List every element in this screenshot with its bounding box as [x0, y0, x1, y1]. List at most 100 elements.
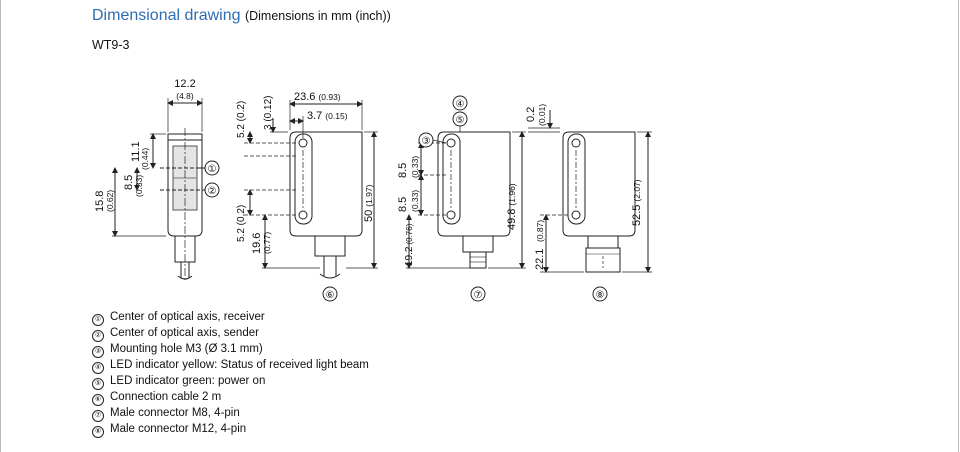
m8-s1-inch: (0.33): [410, 156, 420, 178]
front-h-label: 50(1.97): [363, 184, 375, 222]
side-h1-label: 11.1: [130, 141, 142, 162]
m12-connector: [585, 247, 621, 273]
legend-text: Center of optical axis, receiver: [110, 311, 265, 323]
m8-connector: [469, 251, 487, 269]
drawing-heading: Dimensional drawing (Dimensions in mm (i…: [92, 7, 391, 25]
m8-neck: [462, 236, 494, 253]
m12-h-value: 52.5: [631, 205, 643, 226]
m12-neck: [587, 236, 619, 249]
front-cable: [319, 256, 341, 279]
legend-item: ④ LED indicator yellow: Status of receive…: [92, 358, 369, 374]
legend-text: Mounting hole M3 (Ø 3.1 mm): [110, 343, 263, 355]
legend-text: Male connector M8, 4-pin: [110, 407, 240, 419]
legend-item: ⑧ Male connector M12, 4-pin: [92, 422, 369, 438]
m8-mount-hole-bottom: [446, 210, 456, 220]
callout-2-label: ②: [208, 186, 217, 197]
callout-1-circle: [204, 160, 220, 176]
callout-1-label: ①: [208, 164, 217, 175]
callout-5-label: ⑤: [456, 115, 465, 126]
legend-number: ④: [92, 362, 104, 374]
front-bot2-label: 19.6: [251, 233, 263, 254]
front-neck: [314, 236, 346, 257]
legend-item: ① Center of optical axis, receiver: [92, 310, 369, 326]
legend-item: ⑤ LED indicator green: power on: [92, 374, 369, 390]
front-mount-hole-top: [298, 138, 308, 148]
heading-subtitle: (Dimensions in mm (inch)): [244, 9, 391, 23]
m8-bot-value: 19.2: [404, 246, 415, 266]
legend-number: ⑥: [92, 394, 104, 406]
front-view-m12: 0.2 (0.01) 22.1 (0.87) 52.5(2.07) ⑧: [525, 104, 652, 302]
side-h1-inch: (0.44): [140, 148, 150, 170]
legend-list: ① Center of optical axis, receiver ② Cente…: [92, 310, 369, 438]
legend-number: ⑦: [92, 410, 104, 422]
m8-s1-label: 8.5: [397, 163, 409, 178]
callout-6-label: ⑥: [326, 290, 335, 301]
callout-8-label: ⑧: [596, 290, 605, 301]
side-cable-neck: [174, 236, 196, 263]
m8-mount-hole-top: [446, 138, 456, 148]
front-mount-hole-bottom: [298, 210, 308, 220]
callout-7-circle: [470, 286, 486, 302]
m8-bot-inch: (0.76): [405, 223, 414, 244]
front-h-value: 50: [363, 210, 375, 222]
front-top2-label: 3 (0.12): [263, 96, 274, 130]
m8-hole-slot: [442, 133, 461, 225]
front-body-outline: [289, 131, 363, 237]
side-width-label: 12.2: [174, 78, 195, 90]
front-top1-label: 5.2 (0.2): [236, 101, 247, 138]
heading-title: Dimensional drawing: [92, 7, 241, 24]
callout-3-leader: [432, 139, 447, 144]
legend-item: ⑦ Male connector M8, 4-pin: [92, 406, 369, 422]
legend-item: ② Center of optical axis, sender: [92, 326, 369, 342]
legend-item: ③ Mounting hole M3 (Ø 3.1 mm): [92, 342, 369, 358]
side-h3-label: 15.8: [94, 191, 106, 212]
m8-bot-label: 19.2 (0.76): [404, 223, 415, 266]
front-w2-label: 3.7(0.15): [307, 110, 348, 122]
legend-number: ②: [92, 330, 104, 342]
m12-top-inch: (0.01): [537, 104, 547, 126]
callout-7-label: ⑦: [474, 290, 483, 301]
side-h3-inch: (0.62): [105, 190, 115, 212]
front-bot1-label: 5.2 (0.2): [236, 205, 247, 242]
side-h2-label: 8.5: [123, 175, 135, 190]
m8-s2-label: 8.5: [397, 197, 409, 212]
m12-body-outline: [562, 131, 636, 237]
legend-text: Male connector M12, 4-pin: [110, 423, 247, 435]
callout-4-label: ④: [456, 99, 465, 110]
model-name: WT9-3: [92, 38, 130, 52]
side-width-inch: (4.8): [176, 91, 194, 101]
front-bot2-inch: (0.77): [262, 232, 272, 254]
m12-top-label: 0.2: [525, 107, 537, 122]
m8-h-label: 49.8 (1.96): [506, 183, 518, 230]
legend-number: ③: [92, 346, 104, 358]
front-w1-label: 23.6(0.93): [294, 91, 341, 103]
legend-text: LED indicator yellow: Status of received…: [110, 359, 369, 371]
legend-number: ①: [92, 314, 104, 326]
legend-number: ⑤: [92, 378, 104, 390]
m8-body-outline: [437, 131, 511, 237]
m12-mount-hole-bottom: [571, 210, 581, 220]
m8-h-inch: (1.96): [507, 183, 517, 205]
side-cable: [177, 262, 193, 280]
m12-mount-hole-top: [571, 138, 581, 148]
legend-number: ⑧: [92, 426, 104, 438]
callout-4-circle: [452, 95, 468, 111]
m8-s2-inch: (0.33): [410, 190, 420, 212]
m12-h-inch: (2.07): [632, 179, 642, 201]
frame-left-border: [0, 0, 1, 452]
legend-text: LED indicator green: power on: [110, 375, 266, 387]
side-body-outline: [167, 133, 203, 237]
front-w1-inch: (0.93): [318, 92, 340, 102]
front-w2-inch: (0.15): [325, 111, 347, 121]
legend-text: Center of optical axis, sender: [110, 327, 259, 339]
m12-hole-slot: [567, 133, 586, 225]
front-w1-value: 23.6: [294, 91, 315, 103]
m8-h-value: 49.8: [506, 209, 518, 230]
front-w2-value: 3.7: [307, 110, 322, 122]
m12-h-label: 52.5 (2.07): [631, 179, 643, 226]
frame-right-border: [958, 0, 959, 452]
front-hole-slot: [294, 133, 313, 225]
m12-bot-label: 22.1: [534, 249, 546, 270]
side-view: 12.2 (4.8) 11.1 (0.44) 8.5 (0.33) 15.8 (…: [94, 78, 220, 280]
